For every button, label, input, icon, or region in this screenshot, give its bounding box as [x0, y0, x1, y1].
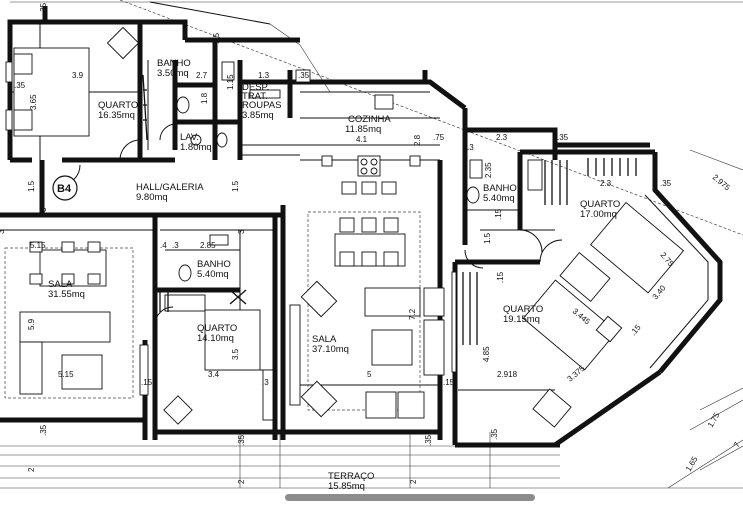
dim-label: 2.85	[200, 241, 216, 250]
dim-label: .75	[433, 133, 445, 142]
room-cozinha-area: 11.85mq	[345, 124, 381, 135]
dim-label: 2.3	[600, 179, 612, 188]
interior-lines	[0, 22, 555, 391]
room-sala-1-area: 31.55mq	[48, 289, 85, 300]
dim-label: 4.85	[482, 346, 491, 362]
dim-label: .35	[490, 428, 499, 440]
dim-label: 1.8	[200, 92, 209, 104]
dim-label: 1.5	[27, 180, 36, 192]
unit-tag-label: B4	[57, 183, 72, 195]
walls	[0, 6, 723, 448]
dim-label: 3.4	[208, 370, 220, 379]
room-quarto-1-name: QUARTO	[98, 100, 138, 111]
room-banho-3-name: BANHO	[197, 259, 231, 270]
room-quarto-1-area: 16.35mq	[98, 110, 135, 121]
room-quarto-4-name: QUARTO	[503, 304, 543, 315]
dim-label: .15	[443, 378, 455, 387]
room-lav-name: LAV.	[180, 132, 199, 143]
dim-label: .15	[494, 208, 503, 220]
room-banho-2-area: 5.40mq	[483, 193, 515, 204]
room-terraco-area: 15.85mq	[328, 481, 365, 492]
dim-label: 5	[367, 370, 372, 379]
dim-label: 3	[0, 229, 6, 234]
room-desp-sub1: TRAT.	[242, 91, 268, 102]
dim-label: 1.65	[684, 455, 700, 473]
room-sala-2-name: SALA	[312, 334, 337, 345]
dim-label: .3	[467, 143, 474, 152]
dim-label: 4.1	[356, 135, 368, 144]
room-labels: QUARTO 16.35mq BANHO 3.50mq DESP. TRAT. …	[48, 58, 620, 492]
room-sala-1-name: SALA	[48, 279, 73, 290]
dim-label: 2.975	[711, 173, 733, 193]
dim-label: 2.35	[484, 162, 493, 178]
horizontal-scrollbar-thumb[interactable]	[285, 494, 535, 501]
dim-label: .3	[172, 241, 179, 250]
dim-label: 2	[409, 479, 418, 484]
dim-label: .15	[629, 323, 643, 338]
room-quarto-2-area: 17.00mq	[580, 209, 617, 220]
dim-label: 5.15	[30, 241, 46, 250]
room-banho-2-name: BANHO	[483, 183, 517, 194]
dim-label: 5.9	[27, 318, 36, 330]
room-banho-1-area: 3.50mq	[157, 68, 189, 79]
dim-label: 3	[39, 207, 48, 212]
room-sala-2-area: 37.10mq	[312, 344, 349, 355]
unit-tag-circle	[52, 175, 78, 201]
unit-tag: B4	[52, 175, 78, 201]
room-lav-area: 1.80mq	[180, 142, 212, 153]
room-terraco-name: TERRAÇO	[328, 471, 374, 482]
room-quarto-4-area: 19.15mq	[503, 314, 540, 325]
dim-label: .3	[262, 378, 269, 387]
doors	[59, 123, 563, 326]
furniture	[5, 26, 685, 428]
dim-label: .35	[39, 2, 48, 14]
dim-label: 1.5	[231, 180, 240, 192]
dim-label: .4	[160, 241, 167, 250]
dim-label: 1.5	[483, 232, 492, 244]
room-quarto-2-name: QUARTO	[580, 199, 620, 210]
dim-label: 3.65	[29, 94, 38, 110]
dim-label: 2	[237, 479, 246, 484]
room-desp-name: DESP.	[242, 82, 269, 93]
room-desp-sub2: ROUPAS	[242, 100, 281, 111]
dim-label: .35	[298, 71, 310, 80]
dim-label: 2.3	[496, 133, 508, 142]
dim-label: 3.9	[72, 71, 84, 80]
dim-label: 2.7	[196, 71, 208, 80]
dim-label: .35	[212, 32, 221, 44]
dim-label: .35	[557, 133, 569, 142]
dim-label: 1.3	[258, 71, 270, 80]
dim-label: .35	[39, 424, 48, 436]
dim-label: 2.918	[497, 370, 518, 379]
dim-label: .35	[660, 179, 672, 188]
dim-label: 1.15	[226, 74, 235, 90]
room-hall-area: 9.80mq	[136, 192, 168, 203]
terrace-floor	[0, 432, 560, 488]
room-cozinha-name: COZINHA	[348, 114, 391, 125]
dim-label: .35	[424, 434, 433, 446]
dim-label: .15	[141, 378, 153, 387]
dim-label: 3.5	[231, 348, 240, 360]
dim-label: 2	[27, 467, 36, 472]
room-banho-3-area: 5.40mq	[197, 269, 229, 280]
dim-label: .15	[496, 271, 505, 283]
room-hall-name: HALL/GALERIA	[136, 182, 204, 193]
dim-label: .35	[237, 434, 246, 446]
room-quarto-3-area: 14.10mq	[197, 333, 234, 344]
room-desp-area: 3.85mq	[242, 110, 274, 121]
dim-label: 3	[237, 229, 246, 234]
room-banho-1-name: BANHO	[157, 58, 191, 69]
dim-label: 2.8	[413, 134, 422, 146]
dim-label: 7.2	[408, 308, 417, 320]
dim-label: .35	[14, 81, 26, 90]
dim-label: 7	[732, 440, 742, 449]
dim-label: 5.15	[58, 370, 74, 379]
room-quarto-3-name: QUARTO	[197, 323, 237, 334]
